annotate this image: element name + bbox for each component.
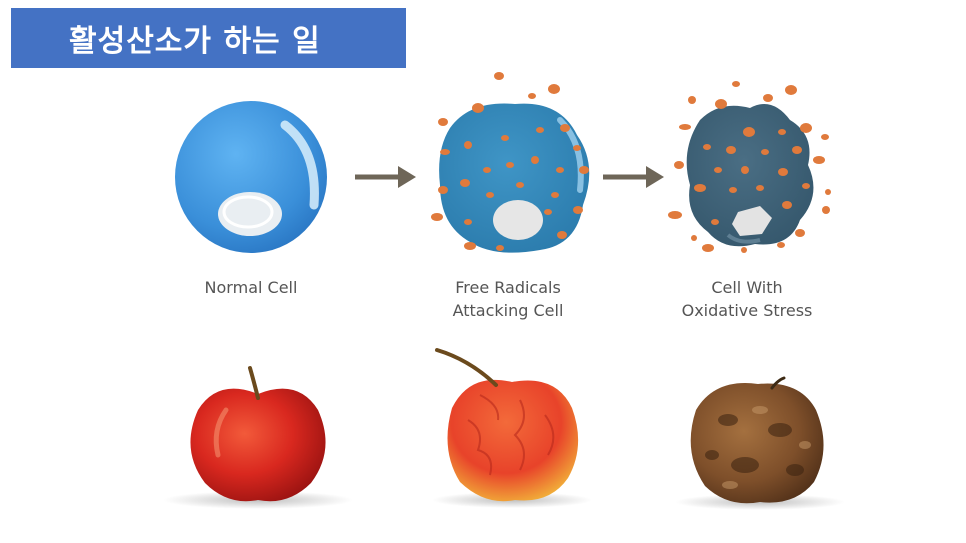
normal-cell-label: Normal Cell bbox=[204, 278, 298, 297]
free-radicals-attacking bbox=[431, 72, 589, 251]
attacked-cell bbox=[431, 72, 590, 253]
page-title: 활성산소가 하는 일 bbox=[69, 24, 321, 59]
attacking-cell-label: Free Radicals Attacking Cell bbox=[452, 278, 564, 320]
arrow-right-icon bbox=[603, 166, 664, 188]
rotten-apple bbox=[675, 376, 845, 510]
wrinkled-apple bbox=[432, 348, 592, 508]
free-radicals-stress bbox=[668, 81, 831, 253]
oxidative-stress-label: Cell With Oxidative Stress bbox=[681, 278, 813, 320]
title-banner: 활성산소가 하는 일 bbox=[11, 8, 406, 68]
arrow-right-icon bbox=[355, 166, 416, 188]
fresh-apple bbox=[163, 366, 353, 509]
normal-cell bbox=[175, 101, 327, 253]
oxidative-stress-cell bbox=[668, 81, 831, 253]
